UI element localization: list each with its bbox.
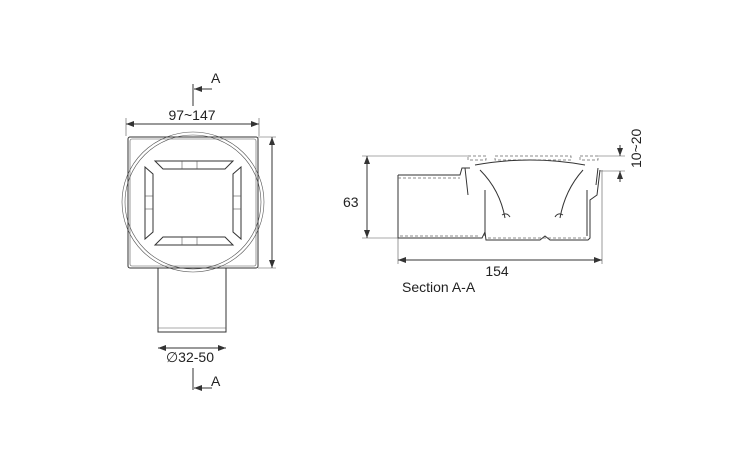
plan-view: A 97~147 <box>121 70 276 391</box>
grate-section <box>467 155 599 161</box>
section-marker-bottom: A <box>192 368 221 391</box>
section-marker-top: A <box>192 70 221 106</box>
section-view: 63 154 10~20 Section A-A <box>343 128 644 295</box>
section-label-a: A <box>211 70 221 86</box>
pipe-dim-label: ∅32-50 <box>166 349 214 365</box>
outlet-pipe <box>157 267 227 333</box>
section-label-a: A <box>211 373 221 389</box>
grate-square <box>127 136 259 269</box>
body-section <box>397 159 601 241</box>
width-dim-label: 97~147 <box>168 107 215 123</box>
width-dimension: 97~147 <box>125 107 260 136</box>
length-dim-label: 154 <box>485 263 509 279</box>
height-dimension: 63 <box>343 155 468 239</box>
pipe-dimension: ∅32-50 <box>158 345 226 365</box>
length-dimension: 154 <box>397 170 603 279</box>
adjust-dim-label: 10~20 <box>628 128 644 168</box>
height-dim-label: 63 <box>343 194 359 210</box>
adjust-dimension: 10~20 <box>598 128 644 182</box>
section-caption: Section A-A <box>402 279 476 295</box>
